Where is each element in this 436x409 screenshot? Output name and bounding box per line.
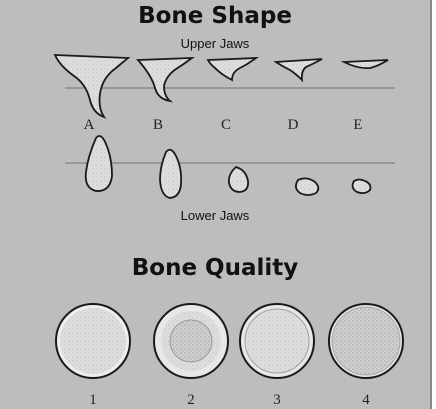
- upper-bone-a: [55, 55, 128, 117]
- bone-quality-title: Bone Quality: [0, 255, 430, 281]
- right-edge-line: [430, 0, 432, 409]
- shape-label-b: B: [143, 117, 173, 134]
- quality-circle-1: [56, 304, 130, 378]
- lower-bone-c: [229, 167, 248, 192]
- shape-label-d: D: [278, 117, 308, 134]
- quality-circle-3: [240, 304, 314, 378]
- upper-bone-b: [138, 58, 192, 101]
- lower-jaws-label: Lower Jaws: [0, 208, 430, 223]
- shape-label-e: E: [343, 117, 373, 134]
- lower-bone-a: [86, 136, 112, 191]
- lower-bone-e: [353, 180, 371, 194]
- quality-circle-4: [329, 304, 403, 378]
- shape-label-c: C: [211, 117, 241, 134]
- upper-bone-e: [344, 60, 388, 68]
- upper-bone-c: [208, 58, 256, 80]
- quality-label-4: 4: [351, 392, 381, 409]
- upper-bone-d: [276, 59, 322, 80]
- quality-label-2: 2: [176, 392, 206, 409]
- lower-bone-d: [296, 178, 318, 195]
- shape-label-a: A: [74, 117, 104, 134]
- lower-bone-b: [160, 150, 181, 198]
- quality-circle-2: [154, 304, 228, 378]
- quality-label-3: 3: [262, 392, 292, 409]
- quality-label-1: 1: [78, 392, 108, 409]
